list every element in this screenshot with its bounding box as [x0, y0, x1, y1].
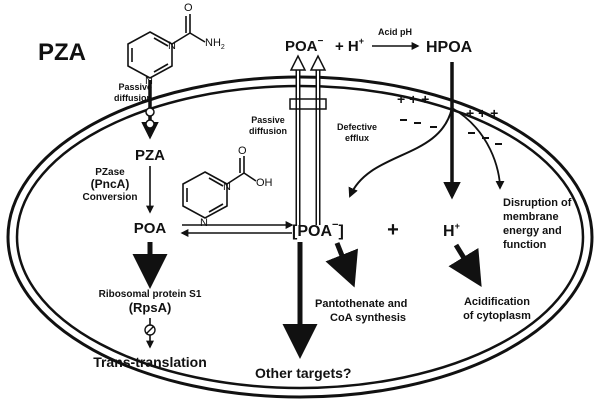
poa-efflux-arrows — [289, 54, 327, 225]
poa-top-label: POA− — [285, 36, 324, 55]
equilibrium-arrows — [180, 221, 294, 237]
h-inside-label: H+ — [443, 221, 460, 240]
carbonyl-o-atom: O — [184, 2, 193, 14]
disruption-label-3: energy and — [503, 225, 562, 237]
poa-bracket-label: [POA−] — [292, 219, 344, 240]
pzase-label: PZase — [95, 167, 125, 178]
ribosomal-protein-label: Ribosomal protein S1 — [99, 289, 202, 300]
pza-entry-arrow — [141, 80, 159, 140]
disruption-label-2: membrane — [503, 211, 559, 223]
other-targets-label: Other targets? — [255, 365, 351, 381]
passive-diffusion-left-2: diffusion — [114, 93, 152, 103]
h-to-acidification-arrow — [448, 243, 482, 287]
poa-left-label: POA — [134, 220, 167, 237]
plus-signs-right: + + + — [466, 105, 498, 121]
defective-efflux-2: efflux — [345, 133, 369, 143]
pantothenate-label-1: Pantothenate and — [315, 298, 407, 310]
inhibited-arrow — [144, 318, 156, 349]
conversion-label: Conversion — [82, 192, 137, 203]
pza-molecule-structure — [127, 14, 206, 79]
pza-inside-label: PZA — [135, 147, 165, 164]
nh2-label: NH2 — [205, 37, 225, 51]
poa-molecule-structure — [182, 156, 257, 219]
pza-title: PZA — [38, 39, 86, 66]
passive-diffusion-left-1: Passive — [118, 82, 152, 92]
rpsa-label: (RpsA) — [129, 300, 172, 315]
pnca-label: (PncA) — [91, 177, 130, 191]
poa-ring-n-bottom: N — [200, 217, 208, 229]
acidification-label-1: Acidification — [464, 296, 530, 308]
disruption-label-1: Disruption of — [503, 197, 572, 209]
hpoa-to-poa-curve — [348, 107, 453, 198]
acidification-label-2: of cytoplasm — [463, 310, 531, 322]
plus-middle: + — [387, 219, 399, 241]
ring-n-atom-top: N — [168, 40, 176, 52]
acid-o-atom: O — [238, 145, 247, 157]
passive-diffusion-right-1: Passive — [251, 115, 285, 125]
h-plus-top-label: + H+ — [335, 36, 364, 55]
plus-signs-left: + + + — [397, 91, 429, 107]
oh-label: OH — [256, 177, 273, 189]
trans-translation-label: Trans-translation — [93, 354, 207, 370]
poa-to-pantothenate-arrow — [325, 242, 358, 288]
poa-ring-n-top: N — [223, 181, 231, 193]
pantothenate-label-2: CoA synthesis — [330, 312, 406, 324]
hpoa-label: HPOA — [426, 39, 473, 56]
disruption-arrow — [451, 107, 505, 190]
defective-efflux-1: Defective — [337, 122, 377, 132]
acid-ph-label: Acid pH — [378, 27, 412, 37]
passive-diffusion-right-2: diffusion — [249, 126, 287, 136]
disruption-label-4: function — [503, 239, 547, 251]
